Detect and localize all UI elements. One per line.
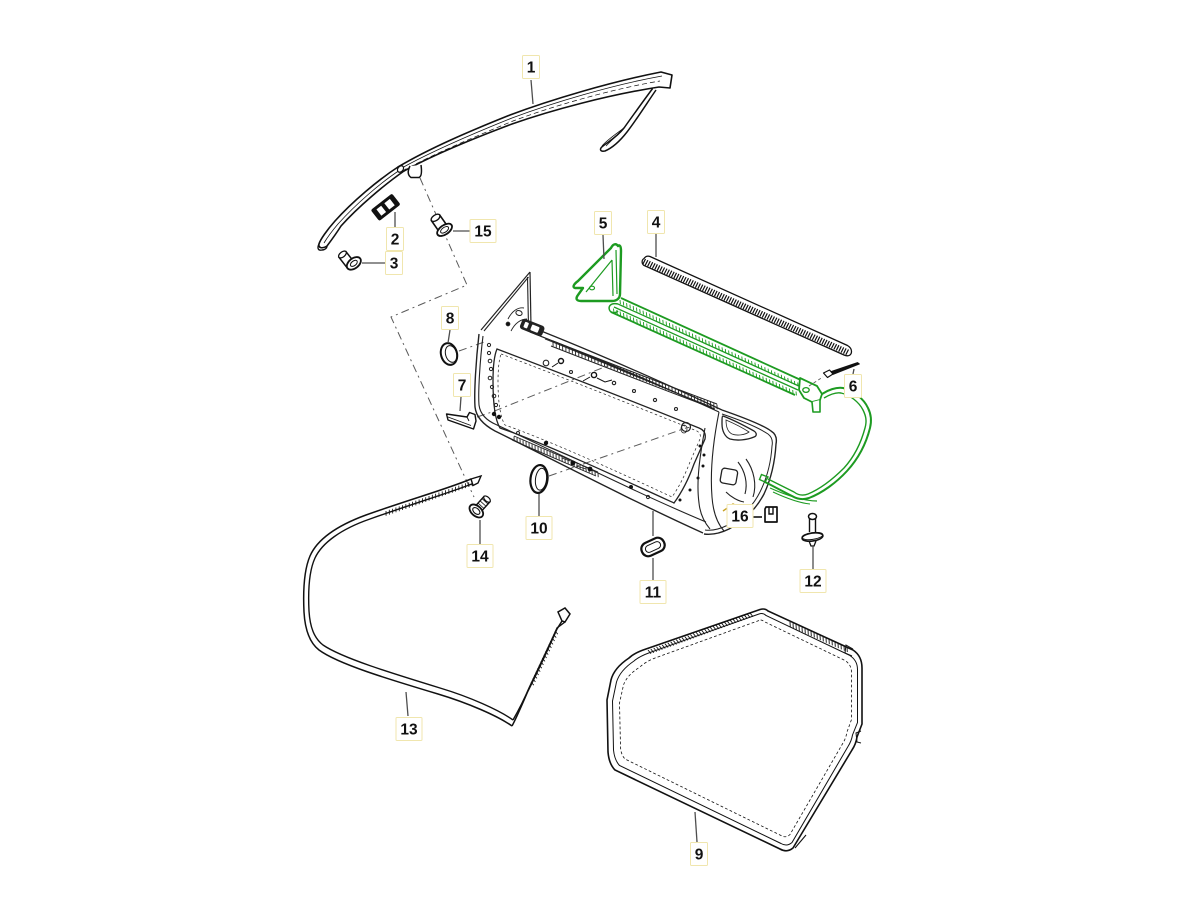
svg-text:11: 11 [645, 585, 662, 602]
svg-text:3: 3 [390, 256, 399, 273]
svg-text:6: 6 [849, 379, 858, 396]
svg-text:2: 2 [391, 232, 400, 249]
svg-text:8: 8 [446, 311, 455, 328]
svg-text:12: 12 [804, 574, 821, 591]
svg-text:15: 15 [474, 224, 492, 241]
svg-text:9: 9 [695, 847, 704, 864]
svg-text:16: 16 [731, 509, 749, 526]
svg-text:14: 14 [471, 549, 489, 566]
svg-text:1: 1 [527, 60, 536, 77]
svg-text:7: 7 [458, 378, 467, 395]
svg-text:5: 5 [599, 216, 608, 233]
svg-text:13: 13 [400, 722, 418, 739]
svg-text:10: 10 [530, 521, 547, 538]
svg-text:4: 4 [652, 215, 661, 232]
